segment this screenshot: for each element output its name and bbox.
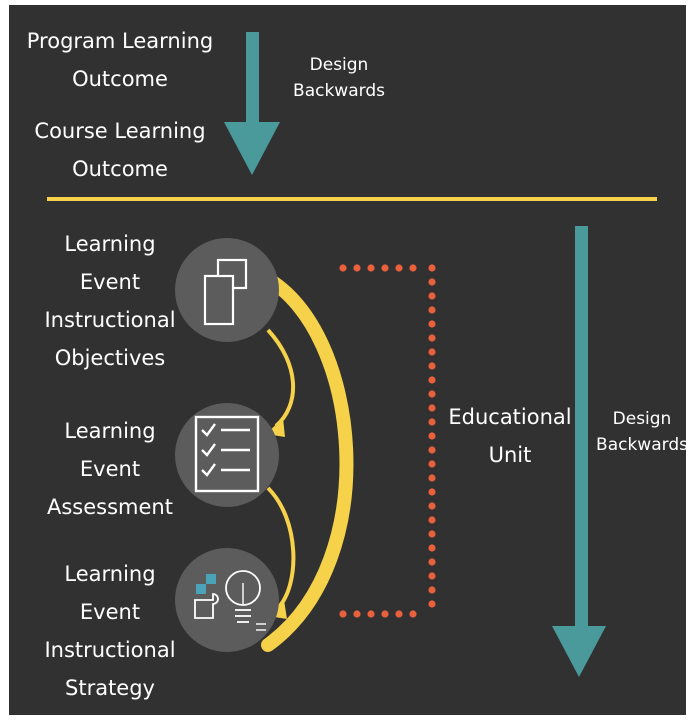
educational-unit-bracket — [339, 264, 436, 618]
bracket-dot — [428, 572, 436, 580]
bracket-dot — [428, 558, 436, 566]
bracket-dot — [428, 530, 436, 538]
objectives-to-assessment-arrow — [266, 328, 296, 437]
bracket-dot — [428, 460, 436, 468]
design-backwards-top-label: Design Backwards — [284, 52, 394, 104]
objectives-line-1: Learning — [64, 232, 156, 256]
assessment-line-2: Event — [79, 457, 141, 481]
design-backwards-top-line-1: Design — [309, 55, 369, 75]
strategy-line-2: Event — [79, 600, 141, 624]
bracket-dot — [428, 544, 436, 552]
design-backwards-right-line-2: Backwards — [596, 435, 688, 455]
assessment-line-1: Learning — [64, 419, 156, 443]
strategy-to-objectives-arc — [259, 271, 354, 652]
educational-unit-line-2: Unit — [488, 443, 532, 467]
bracket-dot — [409, 610, 417, 618]
bracket-dot — [353, 264, 361, 272]
objectives-line-2: Event — [79, 270, 141, 294]
assessment-line-3: Assessment — [47, 495, 173, 519]
bracket-dot — [395, 264, 403, 272]
bracket-dot — [428, 488, 436, 496]
bracket-dot — [428, 474, 436, 482]
assessment-circle — [175, 403, 279, 507]
strategy-label: Learning Event Instructional Strategy — [40, 555, 180, 707]
bracket-dot — [428, 362, 436, 370]
bracket-dot — [428, 418, 436, 426]
assessment-label: Learning Event Assessment — [40, 412, 180, 526]
bracket-dot — [395, 610, 403, 618]
bracket-dot — [428, 376, 436, 384]
design-backwards-right-label: Design Backwards — [592, 406, 692, 458]
bracket-dot — [428, 502, 436, 510]
bracket-dot — [428, 334, 436, 342]
right-design-backwards-arrow — [552, 226, 606, 677]
bracket-dot — [428, 516, 436, 524]
bracket-dot — [428, 278, 436, 286]
bracket-dot — [428, 390, 436, 398]
bracket-dot — [381, 264, 389, 272]
bracket-dot — [428, 292, 436, 300]
bracket-dot — [428, 264, 436, 272]
strategy-line-3: Instructional — [44, 638, 176, 662]
bracket-dot — [339, 610, 347, 618]
program-outcome-line-2: Outcome — [72, 67, 168, 91]
objectives-line-3: Instructional — [44, 308, 176, 332]
course-outcome-line-2: Outcome — [72, 157, 168, 181]
bracket-dot — [381, 610, 389, 618]
puzzle-lightbulb-icon — [194, 570, 266, 631]
design-backwards-right-line-1: Design — [612, 409, 672, 429]
bracket-dot — [409, 264, 417, 272]
objectives-line-4: Objectives — [54, 346, 166, 370]
bracket-dot — [428, 348, 436, 356]
bracket-dot — [428, 600, 436, 608]
design-backwards-top-line-2: Backwards — [293, 81, 385, 101]
bracket-dot — [428, 306, 436, 314]
bracket-dot — [367, 610, 375, 618]
educational-unit-line-1: Educational — [448, 405, 572, 429]
program-outcome-line-1: Program Learning — [26, 29, 214, 53]
strategy-circle — [175, 548, 279, 652]
bracket-dot — [428, 586, 436, 594]
bracket-dot — [428, 446, 436, 454]
bracket-dot — [428, 404, 436, 412]
educational-unit-label: Educational Unit — [435, 398, 585, 474]
bracket-dot — [428, 432, 436, 440]
diagram-panel — [9, 5, 686, 715]
program-learning-outcome-label: Program Learning Outcome — [20, 22, 220, 98]
copy-icon — [203, 258, 248, 326]
bracket-dot — [339, 264, 347, 272]
bracket-dot — [367, 264, 375, 272]
course-learning-outcome-label: Course Learning Outcome — [20, 112, 220, 188]
strategy-line-4: Strategy — [65, 676, 155, 700]
objectives-label: Learning Event Instructional Objectives — [40, 225, 180, 377]
course-outcome-line-1: Course Learning — [34, 119, 206, 143]
bracket-dot — [353, 610, 361, 618]
strategy-line-1: Learning — [64, 562, 156, 586]
top-design-backwards-arrow — [224, 32, 280, 175]
objectives-circle — [175, 238, 279, 342]
checklist-icon — [194, 415, 260, 493]
bracket-dot — [428, 320, 436, 328]
